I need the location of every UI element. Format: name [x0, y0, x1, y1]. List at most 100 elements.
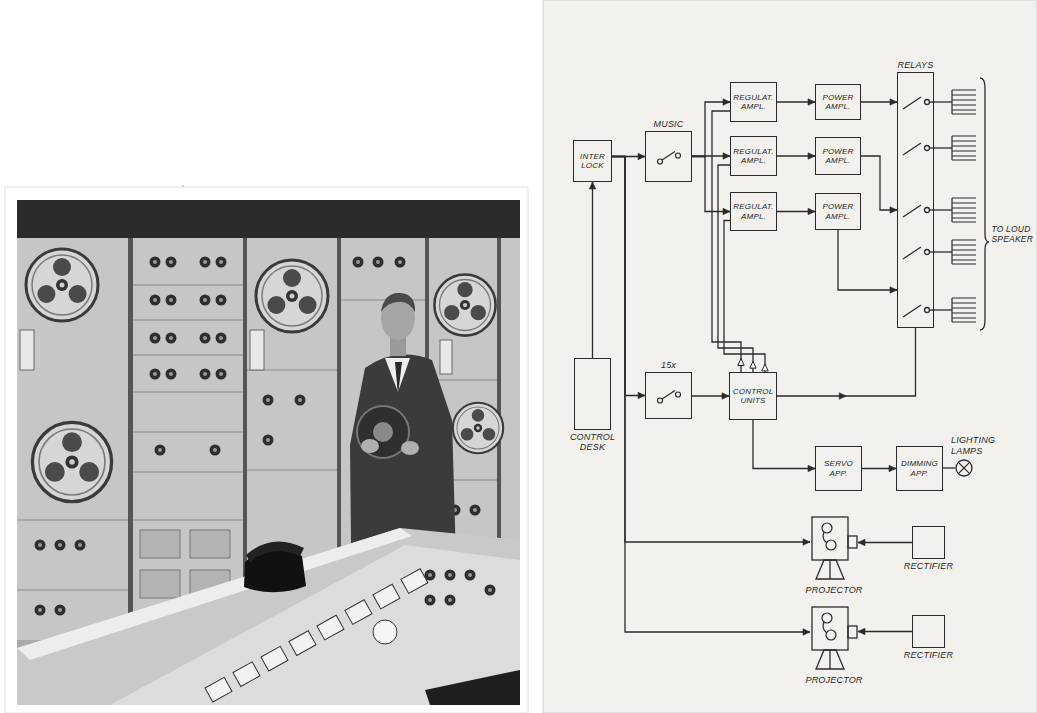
- photograph: [17, 200, 520, 238]
- bracket: [980, 78, 989, 330]
- node-label: REGULAT. AMPL.: [733, 93, 773, 111]
- photograph: [485, 585, 496, 596]
- projector-symbol: [816, 560, 844, 579]
- photograph: [395, 257, 406, 268]
- switch-symbol: [662, 152, 675, 161]
- amplifier-box: REGULAT. AMPL.: [730, 192, 777, 231]
- arrowhead: [762, 364, 768, 371]
- photograph: [5, 185, 528, 713]
- photograph: [357, 406, 409, 458]
- arrowhead: [890, 207, 897, 213]
- relay-contacts: [903, 205, 921, 217]
- projector-symbol: [810, 605, 858, 672]
- node-heading: 15x: [661, 360, 676, 370]
- loudspeaker-symbol: [952, 240, 976, 264]
- lamp-symbol: [958, 462, 969, 473]
- node-heading: RECTIFIER: [904, 650, 953, 660]
- photograph: [256, 260, 328, 332]
- node-heading: RECTIFIER: [904, 561, 953, 571]
- arrowhead: [638, 153, 645, 159]
- photograph: [133, 432, 243, 433]
- photograph: [17, 528, 520, 705]
- photograph: [216, 369, 227, 380]
- node-heading: LIGHTING LAMPS: [951, 435, 995, 456]
- arrowhead: [803, 629, 810, 635]
- connector: [943, 468, 955, 469]
- photograph: [317, 615, 344, 640]
- amplifier-box: REGULAT. AMPL.: [730, 82, 777, 122]
- connector-line: [612, 157, 810, 543]
- loudspeaker-symbol: [952, 298, 976, 322]
- node-label: SERVO APP.: [824, 459, 853, 477]
- projector-symbol: [826, 630, 836, 640]
- node-label: CONTROL UNITS: [733, 387, 773, 405]
- connector: [612, 157, 810, 546]
- switch-symbol: [658, 159, 663, 164]
- photograph: [140, 530, 180, 558]
- loudspeaker-symbol: [952, 136, 976, 160]
- photograph: [205, 677, 232, 702]
- node-label: POWER AMPL.: [822, 93, 853, 111]
- photograph: [200, 295, 211, 306]
- photograph: [353, 257, 364, 268]
- arrowhead: [889, 465, 896, 471]
- photograph: [150, 295, 161, 306]
- switch-box: 15x: [645, 372, 692, 419]
- photograph: [210, 445, 221, 456]
- connector: [724, 221, 768, 373]
- projector-symbol: [848, 536, 857, 548]
- photograph: [465, 570, 476, 581]
- node-heading: PROJECTOR: [805, 675, 862, 685]
- connector: [858, 539, 912, 545]
- projector-symbol: [826, 540, 836, 550]
- relay-contacts: [903, 247, 921, 259]
- photograph: [246, 541, 304, 562]
- relay-box: RELAYS: [897, 72, 934, 328]
- photograph: [216, 295, 227, 306]
- arrowhead: [723, 99, 730, 105]
- photograph: [289, 631, 316, 656]
- arrowhead: [803, 539, 810, 545]
- photograph: [216, 257, 227, 268]
- paper-sheet: [543, 0, 1037, 713]
- photograph: [150, 369, 161, 380]
- connector-line: [753, 420, 815, 469]
- annotation-label: TO LOUD SPEAKER: [991, 224, 1033, 244]
- connector: [692, 99, 730, 157]
- connector: [777, 328, 916, 399]
- photograph: [434, 274, 495, 335]
- photograph: [295, 395, 306, 406]
- photograph: [140, 570, 180, 598]
- switch-symbol: [676, 392, 681, 397]
- photograph: [233, 662, 260, 687]
- photograph: [470, 505, 481, 516]
- arrowhead: [723, 208, 730, 214]
- photograph: [200, 257, 211, 268]
- photograph: [429, 380, 497, 381]
- photograph: [373, 584, 400, 609]
- arrowhead: [808, 465, 815, 471]
- connector: [861, 156, 897, 213]
- arrowhead: [723, 153, 730, 159]
- node-heading: RELAYS: [897, 60, 933, 70]
- photograph: [166, 369, 177, 380]
- photograph: [247, 470, 337, 471]
- switch-symbol: [658, 398, 663, 403]
- relay-contacts: [925, 100, 930, 105]
- arrowhead: [808, 208, 815, 214]
- amplifier-box: POWER AMPL.: [815, 193, 861, 230]
- arrowhead: [890, 99, 897, 105]
- arrowhead: [589, 182, 595, 189]
- photograph: [263, 435, 274, 446]
- arrowhead: [858, 539, 865, 545]
- lamp-symbol: [956, 460, 972, 476]
- photograph: [150, 257, 161, 268]
- photograph: [35, 605, 46, 616]
- photograph: [150, 333, 161, 344]
- connector: [777, 153, 815, 159]
- photograph: [453, 403, 503, 453]
- connector-line: [692, 102, 730, 157]
